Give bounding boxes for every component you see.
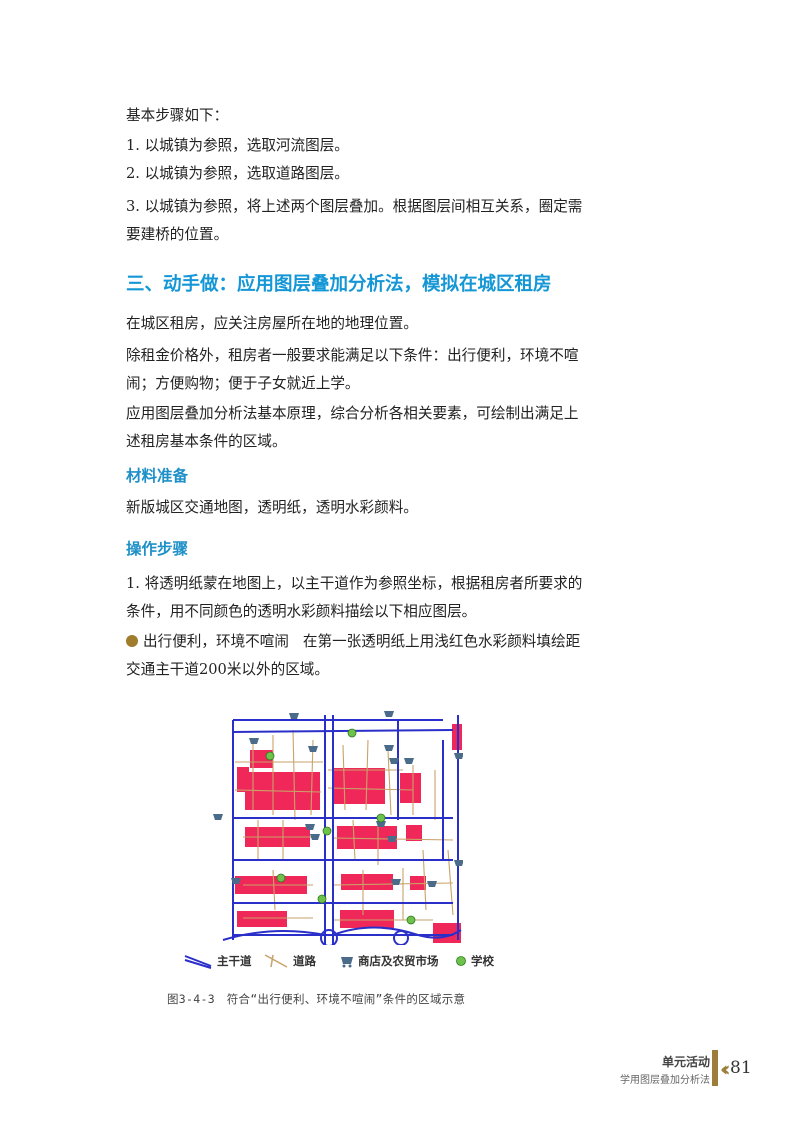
minor-roads bbox=[234, 729, 454, 921]
step-1: 1. 以城镇为参照，选取河流图层。 bbox=[126, 137, 349, 154]
zone bbox=[340, 910, 394, 928]
interchange bbox=[320, 929, 338, 945]
school-icon bbox=[322, 826, 332, 836]
schools bbox=[265, 728, 416, 925]
school-icon bbox=[376, 813, 386, 823]
shop-icon bbox=[249, 738, 259, 744]
section-para-1: 在城区租房，应关注房屋所在地的地理位置。 bbox=[126, 315, 418, 332]
bullet-text: 在第一张透明纸上用浅红色水彩颜料填绘距交通主干道200米以外的区域。 bbox=[126, 633, 581, 678]
shop-icon bbox=[454, 860, 463, 866]
footer-unit: 单元活动 bbox=[661, 1055, 710, 1069]
road-lines bbox=[234, 729, 454, 921]
section-title: 三、动手做：应用图层叠加分析法，模拟在城区租房 bbox=[126, 274, 552, 295]
zone bbox=[237, 911, 287, 927]
shop-icon bbox=[384, 711, 394, 717]
shop-icon bbox=[341, 957, 353, 968]
zone bbox=[406, 825, 422, 841]
shop-icon bbox=[391, 879, 401, 885]
zone bbox=[410, 876, 426, 890]
school-icon bbox=[265, 751, 275, 761]
footer-subtitle: 学用图层叠加分析法 bbox=[620, 1075, 710, 1086]
zone bbox=[333, 768, 385, 804]
legend-main-road: 主干道 bbox=[183, 953, 252, 969]
bullet-title: 出行便利，环境不喧闹 bbox=[143, 633, 289, 650]
figure-caption: 图3-4-3 符合“出行便利、环境不喧闹”条件的区域示意 bbox=[167, 992, 466, 1006]
shop-icon bbox=[427, 881, 437, 887]
bullet-dot-icon bbox=[126, 635, 138, 647]
road-icon bbox=[264, 954, 288, 968]
school-icon bbox=[406, 915, 416, 925]
map-legend: 主干道 道路 商店及农贸市场 学校 bbox=[183, 953, 503, 975]
section-para-2: 除租金价格外，租房者一般要求能满足以下条件：出行便利，环境不喧闹；方便购物；便于… bbox=[126, 347, 579, 392]
procedure-step-1: 1. 将透明纸蒙在地图上，以主干道作为参照坐标，根据租房者所要求的条件，用不同颜… bbox=[126, 575, 583, 620]
chevron-double-left-icon: ‹‹ bbox=[720, 1057, 731, 1081]
main-road-icon bbox=[184, 955, 212, 969]
school-icon bbox=[276, 873, 286, 883]
procedure-bullet: 出行便利，环境不喧闹 在第一张透明纸上用浅红色水彩颜料填绘距交通主干道200米以… bbox=[126, 628, 586, 684]
school-icon bbox=[456, 956, 466, 966]
school-icon bbox=[317, 894, 327, 904]
step-2: 2. 以城镇为参照，选取道路图层。 bbox=[126, 165, 349, 182]
shop-icon bbox=[289, 713, 299, 719]
school-icon bbox=[347, 728, 357, 738]
legend-school: 学校 bbox=[455, 953, 494, 969]
shop-icon bbox=[305, 824, 315, 830]
page-footer: 单元活动 学用图层叠加分析法 bbox=[620, 1053, 710, 1086]
shop-icon bbox=[454, 753, 463, 759]
steps-heading: 基本步骤如下： bbox=[126, 107, 229, 124]
arterial-curve bbox=[222, 926, 462, 941]
shops bbox=[213, 711, 463, 887]
shop-icon bbox=[389, 758, 399, 764]
shop-icon bbox=[310, 834, 320, 840]
shop-icon bbox=[213, 814, 223, 820]
procedure-heading: 操作步骤 bbox=[126, 540, 189, 558]
shop-icon bbox=[376, 821, 386, 827]
arterial-horizontal bbox=[232, 719, 454, 936]
zone bbox=[341, 874, 393, 890]
main-roads bbox=[222, 715, 462, 945]
page-number: 81 bbox=[730, 1058, 752, 1078]
shop-icon bbox=[231, 878, 241, 884]
materials-text: 新版城区交通地图，透明纸，透明水彩颜料。 bbox=[126, 499, 418, 516]
zone bbox=[337, 826, 397, 849]
shop-icon bbox=[384, 745, 394, 751]
step-3: 3. 以城镇为参照，将上述两个图层叠加。根据图层间相互关系，圈定需要建桥的位置。 bbox=[126, 198, 583, 243]
shop-icon bbox=[404, 758, 414, 764]
legend-shop: 商店及农贸市场 bbox=[340, 953, 439, 969]
legend-road: 道路 bbox=[263, 953, 316, 969]
rental-zone-map bbox=[213, 710, 463, 945]
interchange bbox=[393, 930, 409, 945]
shop-icon bbox=[308, 746, 318, 752]
footer-bar bbox=[712, 1050, 718, 1086]
materials-heading: 材料准备 bbox=[126, 467, 189, 485]
section-para-3: 应用图层叠加分析法基本原理，综合分析各相关要素，可绘制出满足上述租房基本条件的区… bbox=[126, 405, 579, 450]
zone bbox=[400, 773, 421, 803]
shop-icon bbox=[387, 836, 397, 842]
